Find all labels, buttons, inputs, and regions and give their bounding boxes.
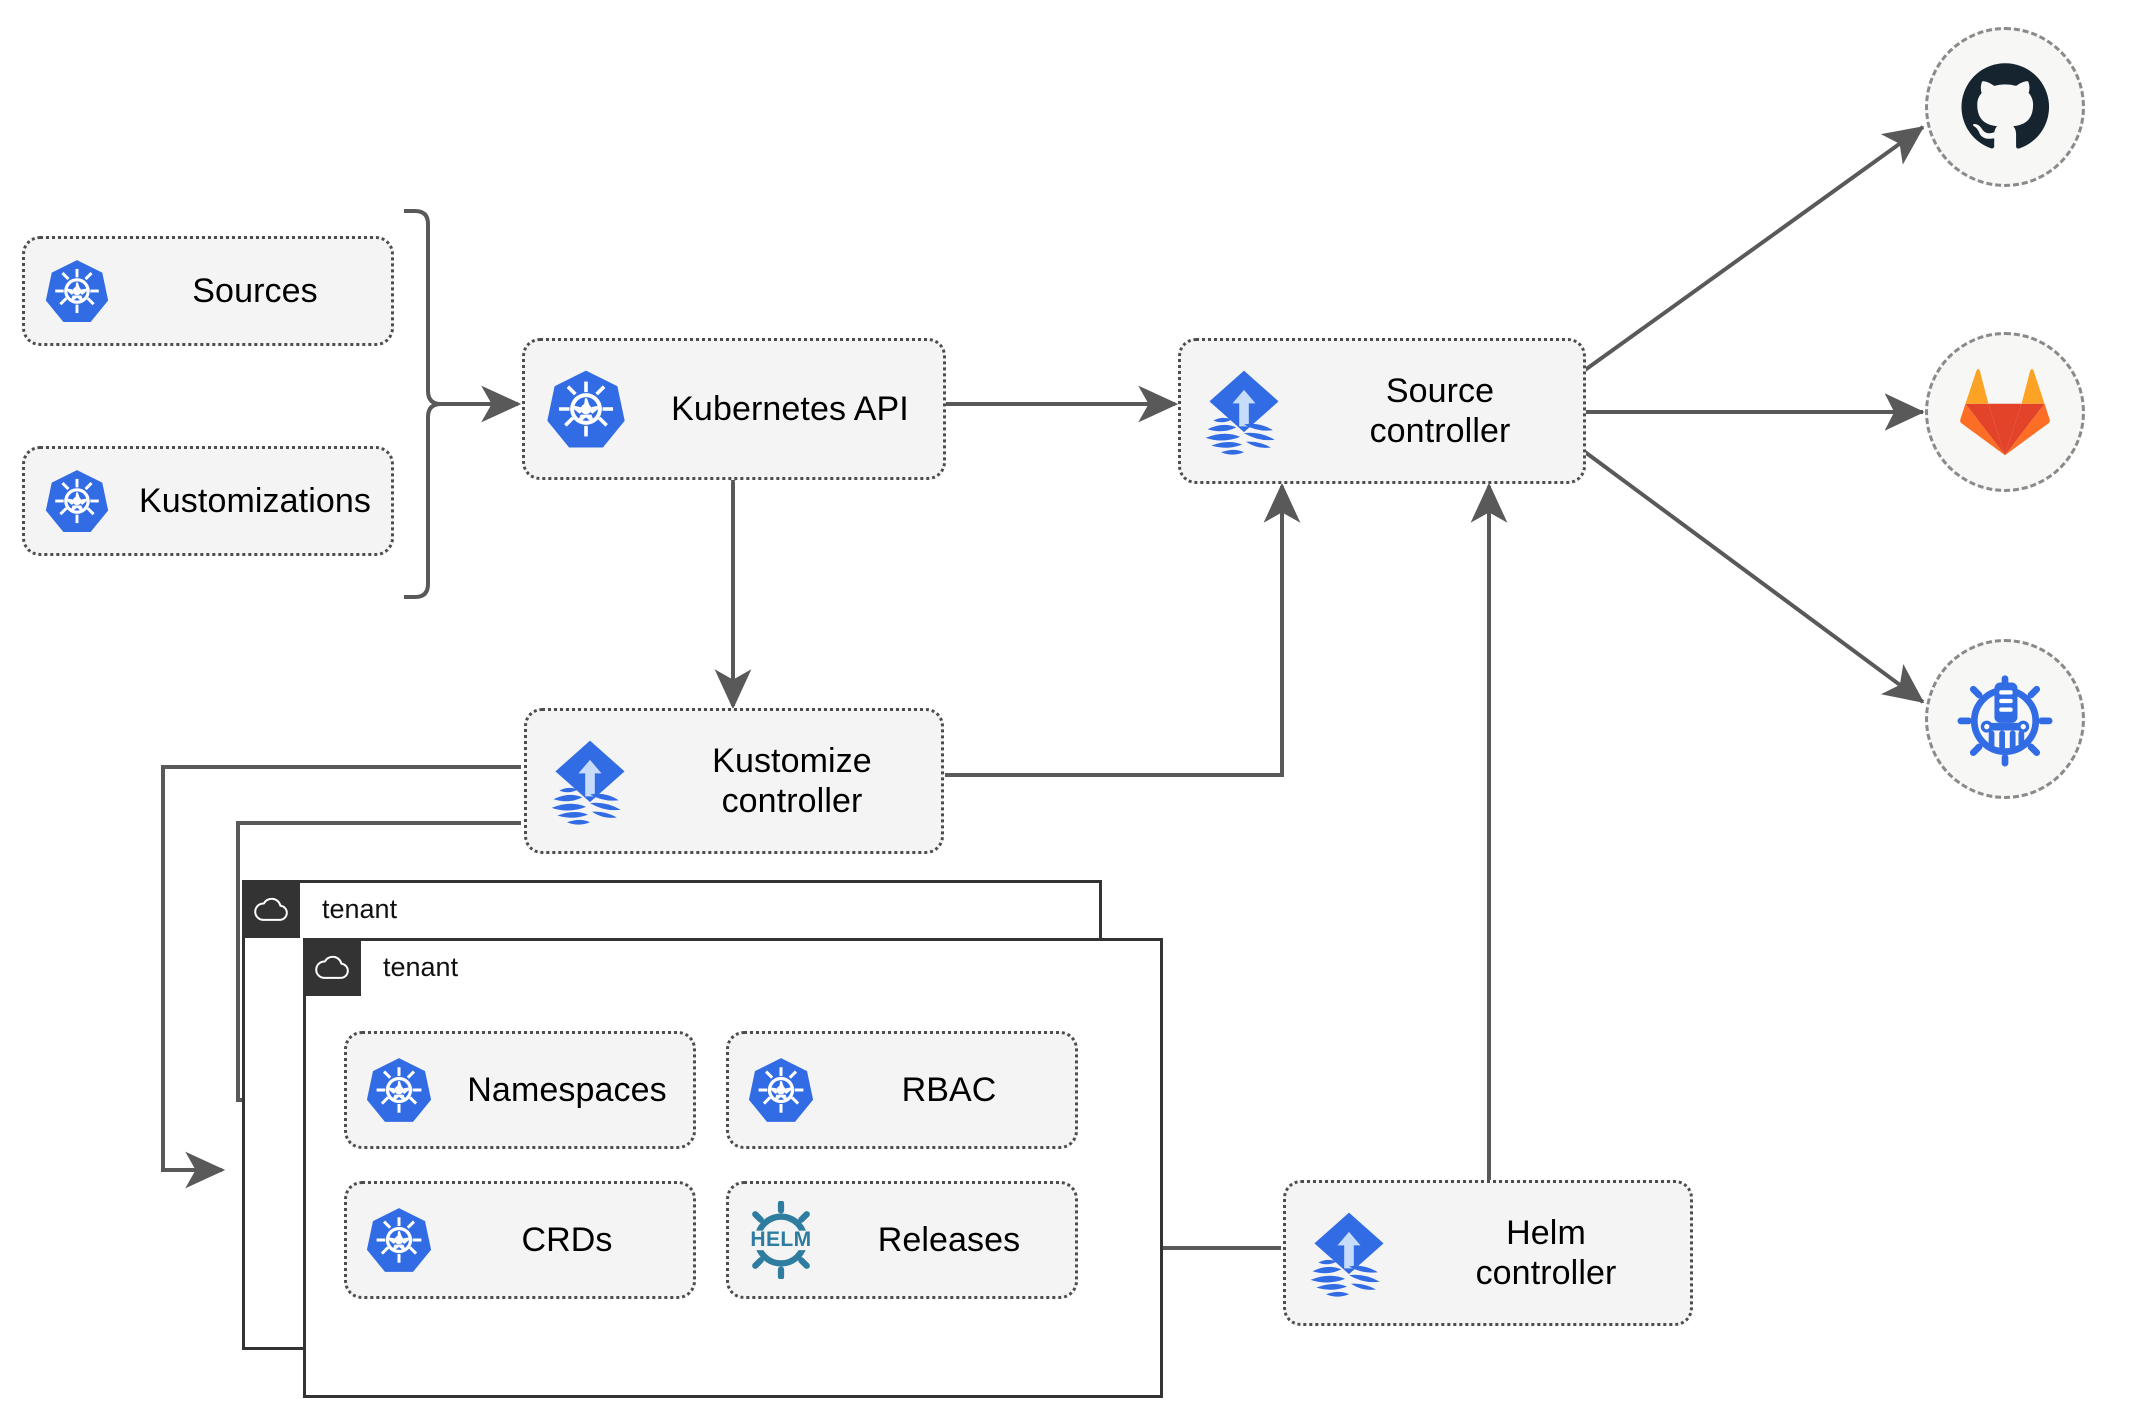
kubernetes-icon xyxy=(25,468,129,534)
tenant-resource-crds[interactable]: CRDs xyxy=(344,1181,696,1299)
helm-controller-box[interactable]: Helm controller xyxy=(1283,1180,1693,1326)
kubernetes-api-box[interactable]: Kubernetes API xyxy=(522,338,946,480)
flux-icon xyxy=(1286,1205,1412,1301)
tenant-header: tenant xyxy=(303,938,458,996)
tenant-resource-label: Releases xyxy=(877,1220,1021,1259)
controller-line-2: controller xyxy=(1475,1254,1617,1292)
provider-gitlab[interactable] xyxy=(1925,332,2085,492)
tenant-resource-label: Namespaces xyxy=(467,1070,667,1109)
helm-controller-label: Helm controller xyxy=(1412,1213,1690,1293)
github-icon xyxy=(1961,63,2050,149)
tenant-resource-rbac[interactable]: RBAC xyxy=(726,1031,1078,1149)
source-controller-box[interactable]: Source controller xyxy=(1178,338,1586,484)
kubernetes-icon xyxy=(347,1056,451,1124)
provider-helm-repository[interactable] xyxy=(1925,639,2085,799)
kustomize-controller-box[interactable]: Kustomize controller xyxy=(524,708,944,854)
resource-box-kustomizations[interactable]: Kustomizations xyxy=(22,446,394,556)
gitlab-icon xyxy=(1960,369,2050,456)
resource-label: Kustomizations xyxy=(139,481,371,520)
kubernetes-icon xyxy=(347,1206,451,1274)
kubernetes-icon xyxy=(729,1056,833,1124)
kubernetes-icon xyxy=(25,258,129,324)
helm-repository-icon xyxy=(1957,675,2053,767)
cloud-icon xyxy=(242,880,300,938)
flux-icon xyxy=(1181,363,1307,459)
provider-github[interactable] xyxy=(1925,27,2085,187)
tenant-resource-releases[interactable]: HELM Releases xyxy=(726,1181,1078,1299)
cloud-icon xyxy=(303,938,361,996)
flux-icon xyxy=(527,733,653,829)
tenant-name: tenant xyxy=(383,951,459,982)
tenant-resource-label: CRDs xyxy=(521,1220,613,1259)
kustomize-controller-label: Kustomize controller xyxy=(653,741,941,821)
controller-line-1: Kustomize xyxy=(712,741,872,780)
tenant-resource-label: RBAC xyxy=(901,1070,997,1109)
controller-line-2: controller xyxy=(721,782,863,820)
controller-line-2: controller xyxy=(1369,412,1511,450)
source-controller-label: Source controller xyxy=(1307,371,1583,451)
helm-icon: HELM xyxy=(729,1201,833,1279)
tenant-resource-namespaces[interactable]: Namespaces xyxy=(344,1031,696,1149)
tenant-name: tenant xyxy=(322,893,398,924)
controller-line-1: Helm xyxy=(1506,1213,1586,1252)
resource-label: Sources xyxy=(192,271,318,310)
kubernetes-api-label: Kubernetes API xyxy=(671,389,909,428)
kubernetes-icon xyxy=(525,368,647,450)
tenant-header: tenant xyxy=(242,880,397,938)
tenant-container-front[interactable]: tenant xyxy=(303,938,1163,1398)
svg-text:HELM: HELM xyxy=(750,1228,811,1251)
resource-box-sources[interactable]: Sources xyxy=(22,236,394,346)
controller-line-1: Source xyxy=(1385,371,1495,410)
